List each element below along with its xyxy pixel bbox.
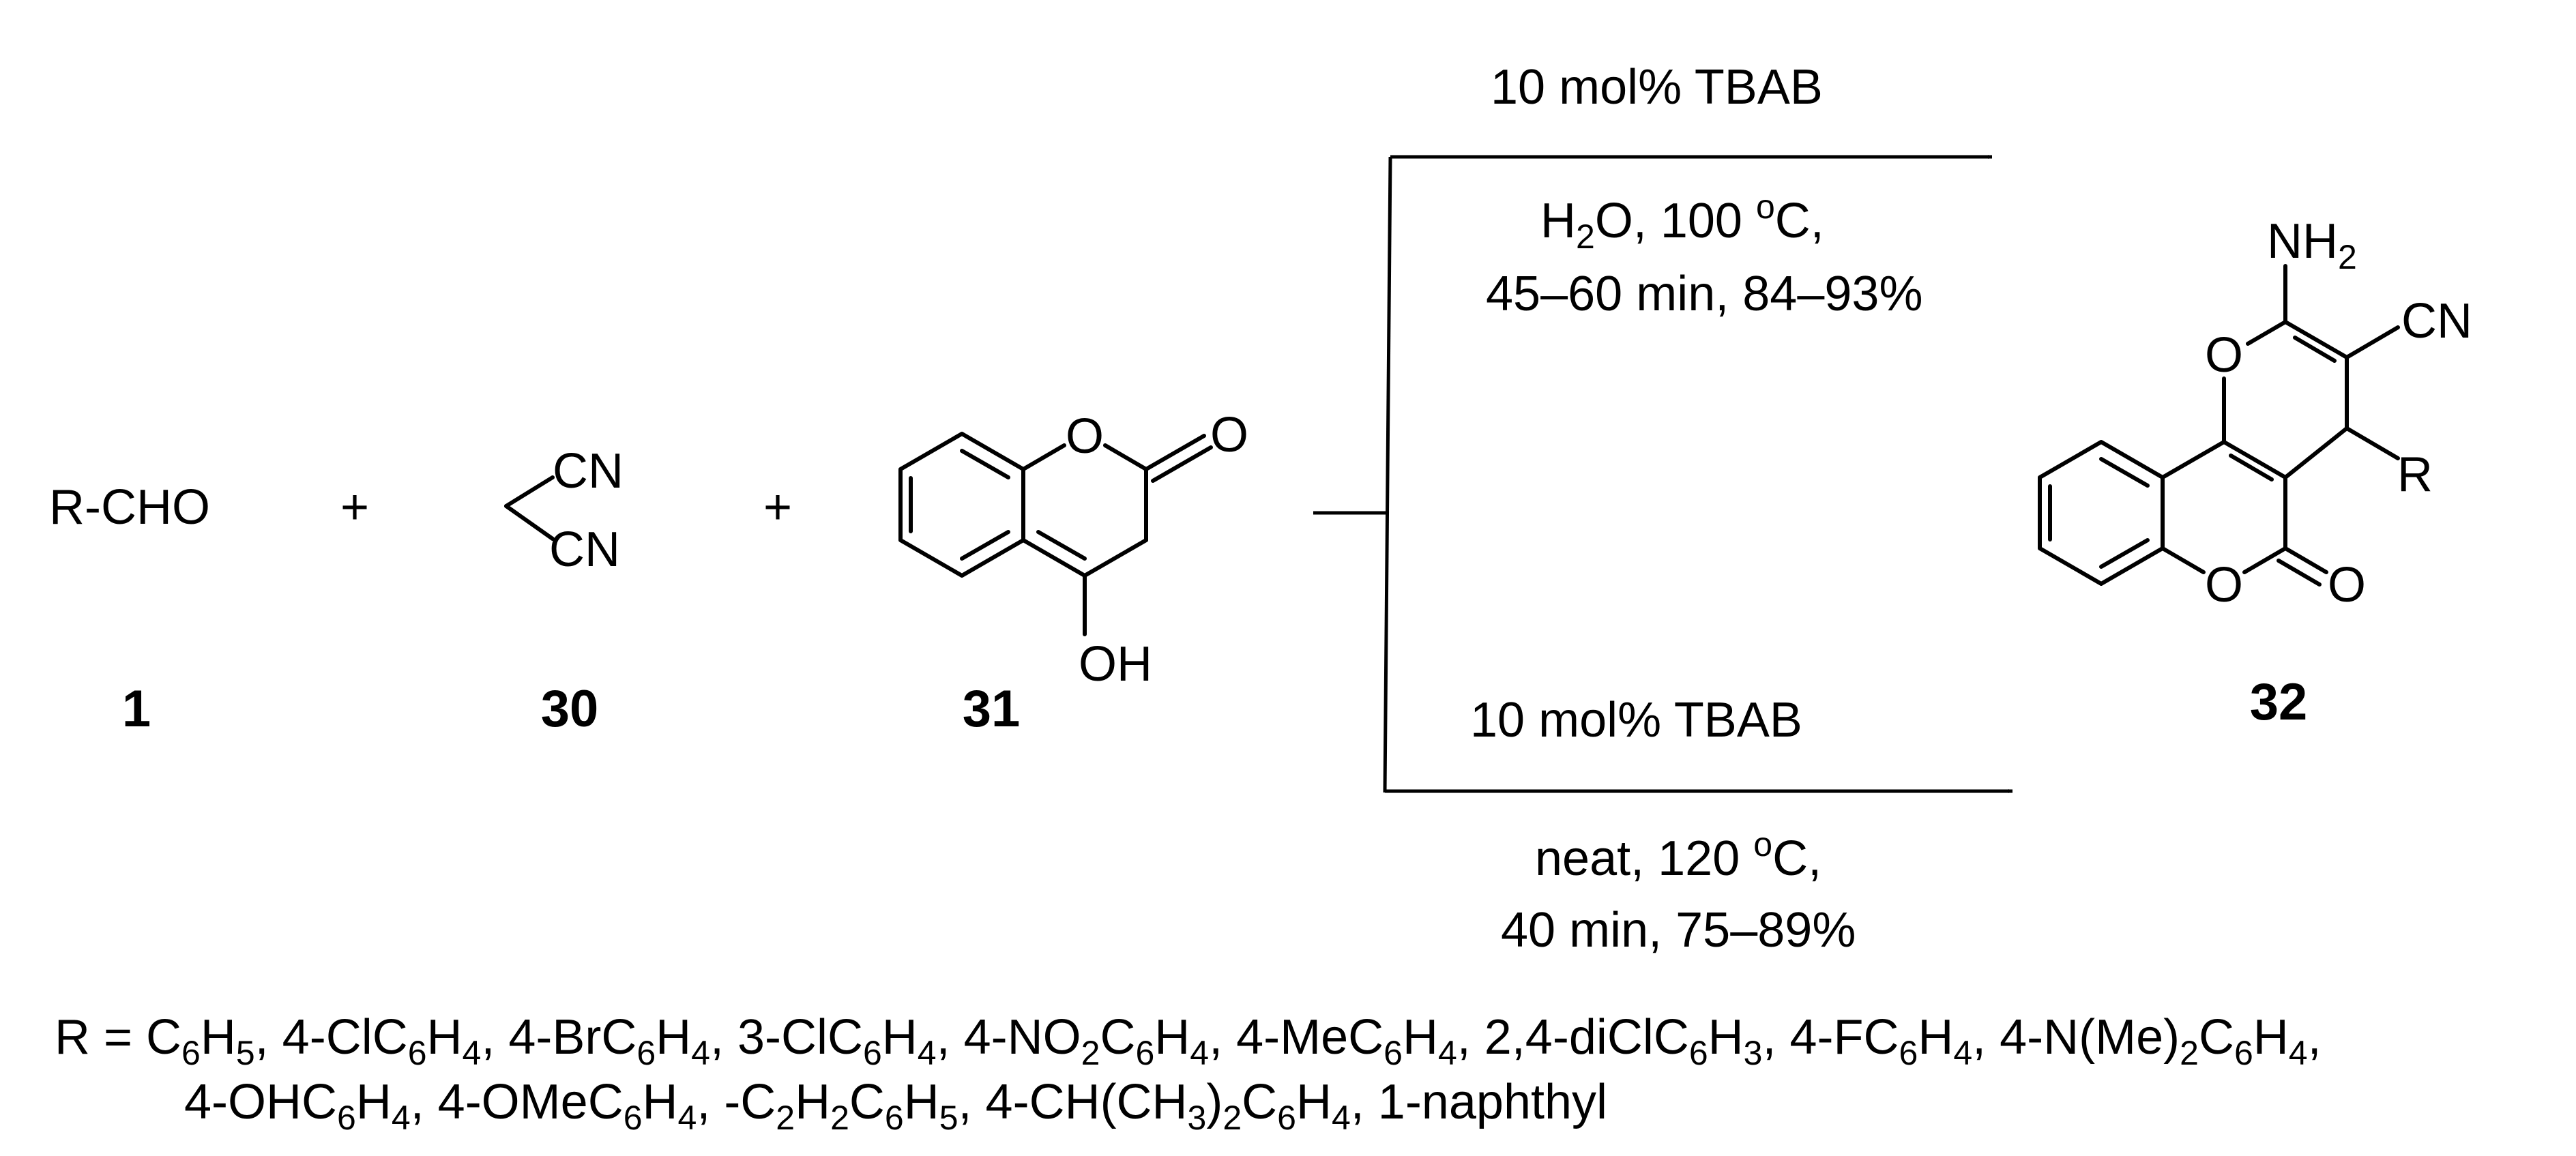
bottom-route-conditions: 10 mol% TBAB neat, 120 oC, 40 min, 75–89… (1470, 693, 1856, 958)
top-catalyst: 10 mol% TBAB (1491, 60, 1823, 115)
compound-aldehyde: R-CHO 1 (49, 480, 210, 738)
top-route-conditions: 10 mol% TBAB H2O, 100 oC, 45–60 min, 84–… (1486, 60, 1922, 321)
compound-hydroxycoumarin: O O OH 31 (898, 408, 1248, 738)
plus-sign-1: + (340, 480, 369, 535)
product-ring-oxygen: O (2205, 328, 2243, 383)
malononitrile-cn-top: CN (553, 444, 624, 499)
bottom-time-yield: 40 min, 75–89% (1501, 903, 1856, 958)
hydroxycoumarin-bonds (898, 432, 1213, 636)
compound-malononitrile: CN CN 30 (504, 444, 624, 738)
compound-number-31: 31 (963, 680, 1021, 738)
malononitrile-cn-bottom: CN (549, 522, 620, 577)
reaction-arrows (1313, 155, 2012, 793)
product-nitrile: CN (2401, 294, 2472, 349)
hydroxycoumarin-ring-oxygen: O (1066, 409, 1104, 464)
product-lactone-oxygen: O (2205, 558, 2243, 612)
compound-number-1: 1 (122, 680, 151, 738)
hydroxycoumarin-hydroxyl: OH (1079, 637, 1152, 692)
substituent-list-line-1: R = C6H5, 4-ClC6H4, 4-BrC6H4, 3-ClC6H4, … (55, 1010, 2322, 1072)
top-time-yield: 45–60 min, 84–93% (1486, 267, 1922, 321)
product-r-group: R (2397, 447, 2433, 502)
product-carbonyl-oxygen: O (2328, 558, 2366, 612)
malononitrile-bonds (504, 475, 555, 541)
product-bonds (2038, 264, 2400, 587)
bottom-medium-temp: neat, 120 oC, (1535, 825, 1821, 886)
top-solvent-temp: H2O, 100 oC, (1540, 188, 1824, 256)
aldehyde-formula: R-CHO (49, 480, 210, 535)
product-amine: NH2 (2267, 214, 2357, 276)
plus-sign-2: + (763, 480, 792, 535)
bottom-catalyst: 10 mol% TBAB (1470, 693, 1802, 747)
compound-product: NH2 CN O R O O 32 (2038, 214, 2472, 731)
substituent-list-line-2: 4-OHC6H4, 4-OMeC6H4, -C2H2C6H5, 4-CH(CH3… (184, 1075, 1607, 1137)
compound-number-32: 32 (2250, 673, 2308, 731)
hydroxycoumarin-carbonyl-oxygen: O (1210, 408, 1248, 462)
compound-number-30: 30 (541, 680, 599, 738)
